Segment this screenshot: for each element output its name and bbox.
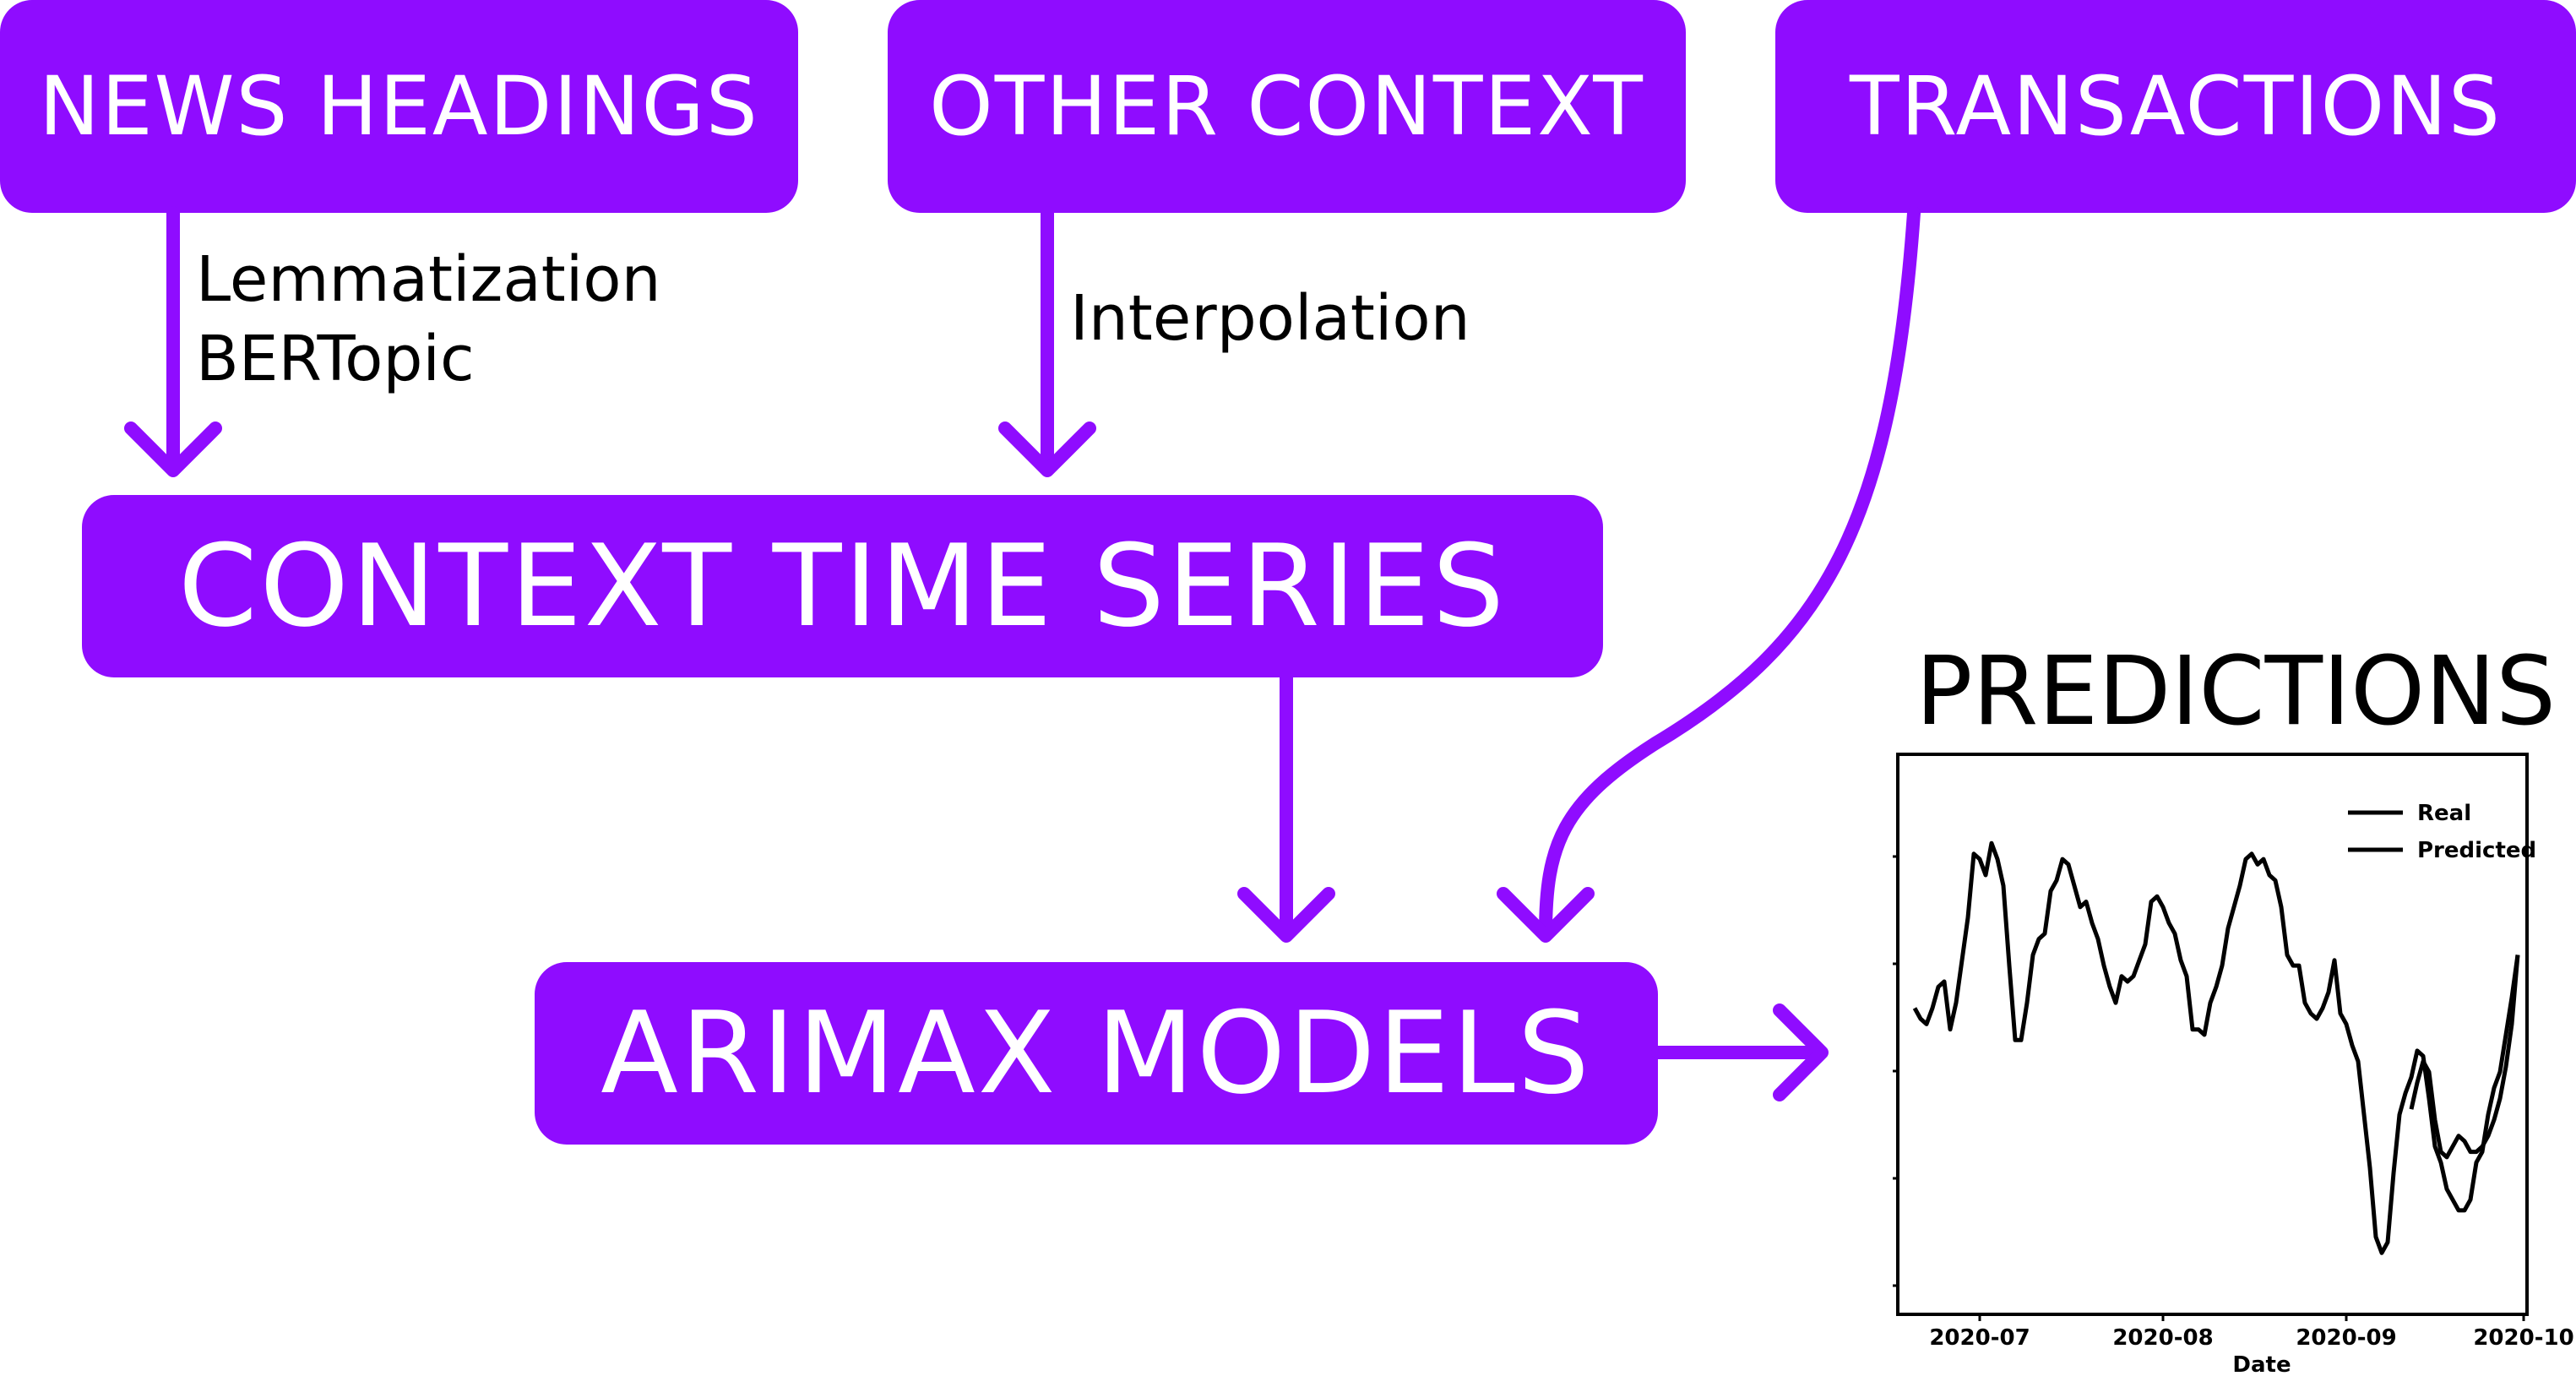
bertopic-label: BERTopic xyxy=(196,323,475,395)
series-line-predicted xyxy=(2409,954,2520,1160)
news-headings-box: NEWS HEADINGS xyxy=(0,0,798,213)
y-ticks xyxy=(1893,855,1898,1287)
series-line-real xyxy=(1912,840,2520,1255)
other-arrowhead xyxy=(998,422,1096,477)
lemmatization-label: Lemmatization xyxy=(196,243,661,316)
other-context-box: OTHER CONTEXT xyxy=(888,0,1686,213)
predictions-title: PREDICTIONS xyxy=(1916,637,2557,747)
legend-real-label: Real xyxy=(2417,801,2471,826)
x-tick-label: 2020-09 xyxy=(2296,1325,2396,1351)
context-arrowhead xyxy=(1237,887,1335,943)
series-layer xyxy=(1912,840,2520,1255)
context-time-series-box: CONTEXT TIME SERIES xyxy=(82,495,1603,677)
arimax-models-label: ARIMAX MODELS xyxy=(601,987,1592,1119)
interpolation-label: Interpolation xyxy=(1070,282,1470,355)
plot-frame xyxy=(1896,753,2529,1316)
other-context-label: OTHER CONTEXT xyxy=(929,59,1644,154)
transactions-to-arimax-arrow xyxy=(1539,206,1921,941)
x-tick-label: 2020-08 xyxy=(2112,1325,2213,1351)
news-headings-label: NEWS HEADINGS xyxy=(39,59,759,154)
x-tick-label: 2020-07 xyxy=(1929,1325,2030,1351)
chart-legend: Real Predicted xyxy=(2348,801,2536,863)
news-arrowhead xyxy=(124,422,222,477)
context-time-series-label: CONTEXT TIME SERIES xyxy=(177,520,1507,652)
news-edge-label: Lemmatization BERTopic xyxy=(196,240,660,399)
x-ticks: 2020-07 2020-08 2020-09 2020-10 xyxy=(1929,1314,2574,1351)
transactions-arrowhead xyxy=(1497,887,1595,943)
predictions-arrowhead xyxy=(1773,1003,1829,1101)
x-axis-label: Date xyxy=(2232,1352,2291,1376)
arimax-models-box: ARIMAX MODELS xyxy=(535,962,1658,1145)
transactions-box: TRANSACTIONS xyxy=(1775,0,2576,213)
transactions-label: TRANSACTIONS xyxy=(1850,59,2502,154)
x-tick-label: 2020-10 xyxy=(2473,1325,2573,1351)
legend-predicted-label: Predicted xyxy=(2417,838,2536,863)
